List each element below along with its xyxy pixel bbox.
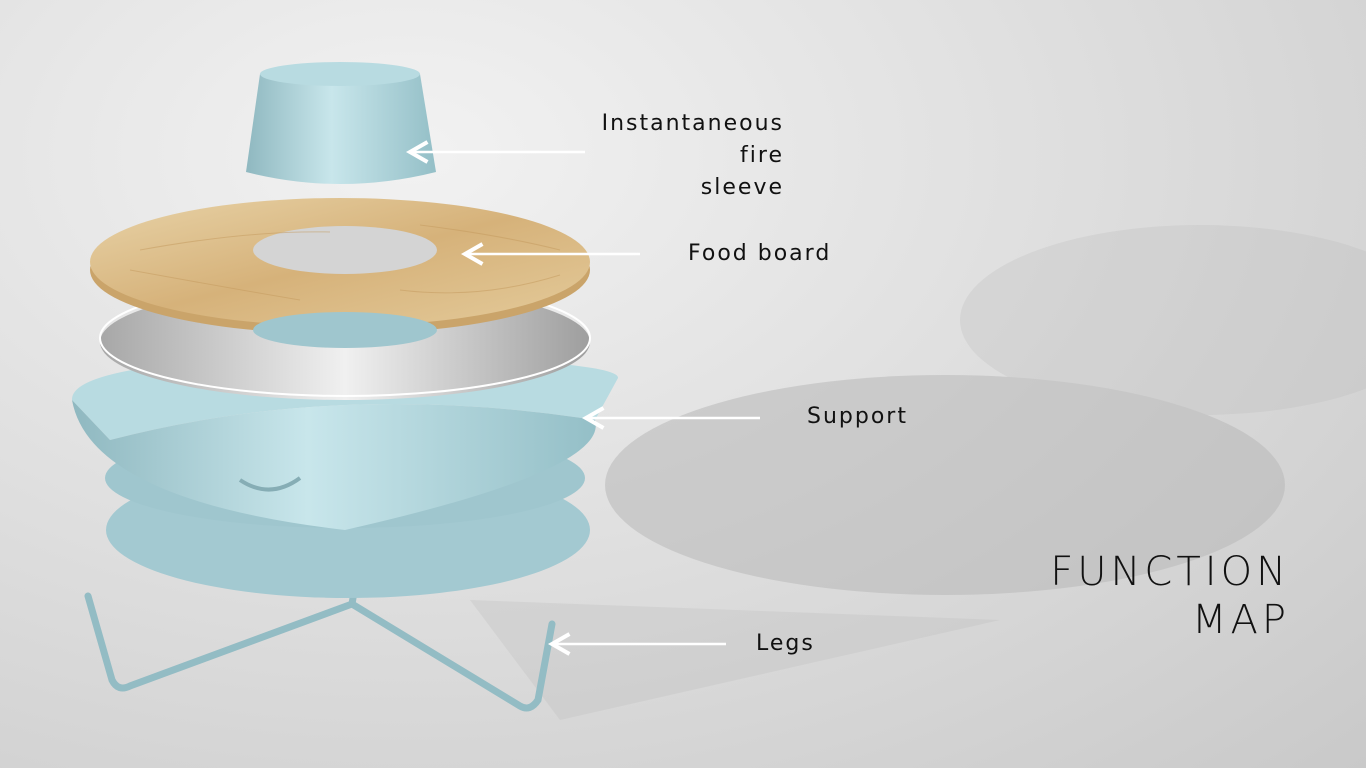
page-title: FUNCTION MAP: [1050, 548, 1290, 644]
label-support: Support: [807, 404, 908, 429]
label-food-board: Food board: [688, 241, 832, 266]
page-title-line1: FUNCTION: [1050, 549, 1290, 595]
food-board-part: [90, 198, 590, 348]
label-fire-sleeve: Instantaneous fire sleeve: [601, 111, 784, 200]
page-title-line2: MAP: [1192, 597, 1290, 643]
label-legs: Legs: [756, 631, 815, 656]
background-shadow: [470, 225, 1366, 720]
legs-part: [84, 576, 556, 712]
fire-sleeve-part: [246, 62, 436, 184]
callout-arrows: [405, 140, 760, 656]
